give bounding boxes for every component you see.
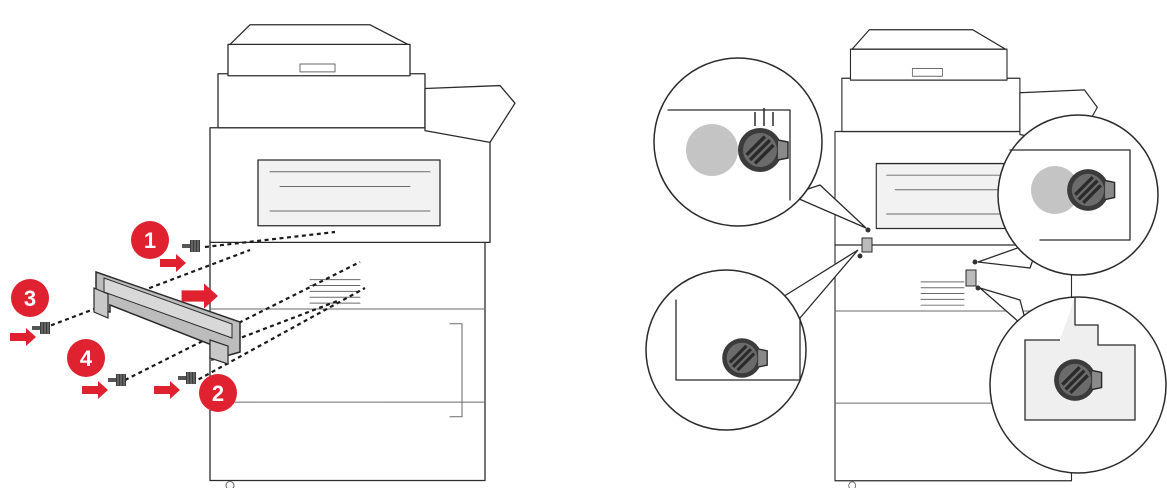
step-number: 1	[144, 228, 156, 253]
step-badge-4: 4	[67, 339, 105, 377]
callout-top-left	[654, 58, 822, 226]
callout-top-right	[998, 115, 1158, 275]
step-number: 4	[80, 346, 93, 371]
step-number: 2	[212, 381, 224, 406]
step-badge-1: 1	[131, 221, 169, 259]
push-arrow-icon	[154, 381, 180, 399]
left-panel-printer	[210, 25, 515, 488]
screw-icon	[32, 322, 50, 334]
step-badge-3: 3	[11, 279, 49, 317]
push-arrow-icon	[160, 254, 186, 272]
step-badge-2: 2	[199, 374, 237, 412]
push-arrow-icon	[10, 328, 36, 346]
step-number: 3	[24, 286, 36, 311]
screw-icon	[108, 374, 126, 386]
screw-icon	[182, 240, 200, 252]
printer-icon	[210, 25, 515, 488]
screw-icon	[178, 372, 196, 384]
callout-bottom-left	[646, 270, 806, 430]
push-arrow-icon	[82, 381, 108, 399]
callout-bottom-right	[990, 297, 1166, 473]
